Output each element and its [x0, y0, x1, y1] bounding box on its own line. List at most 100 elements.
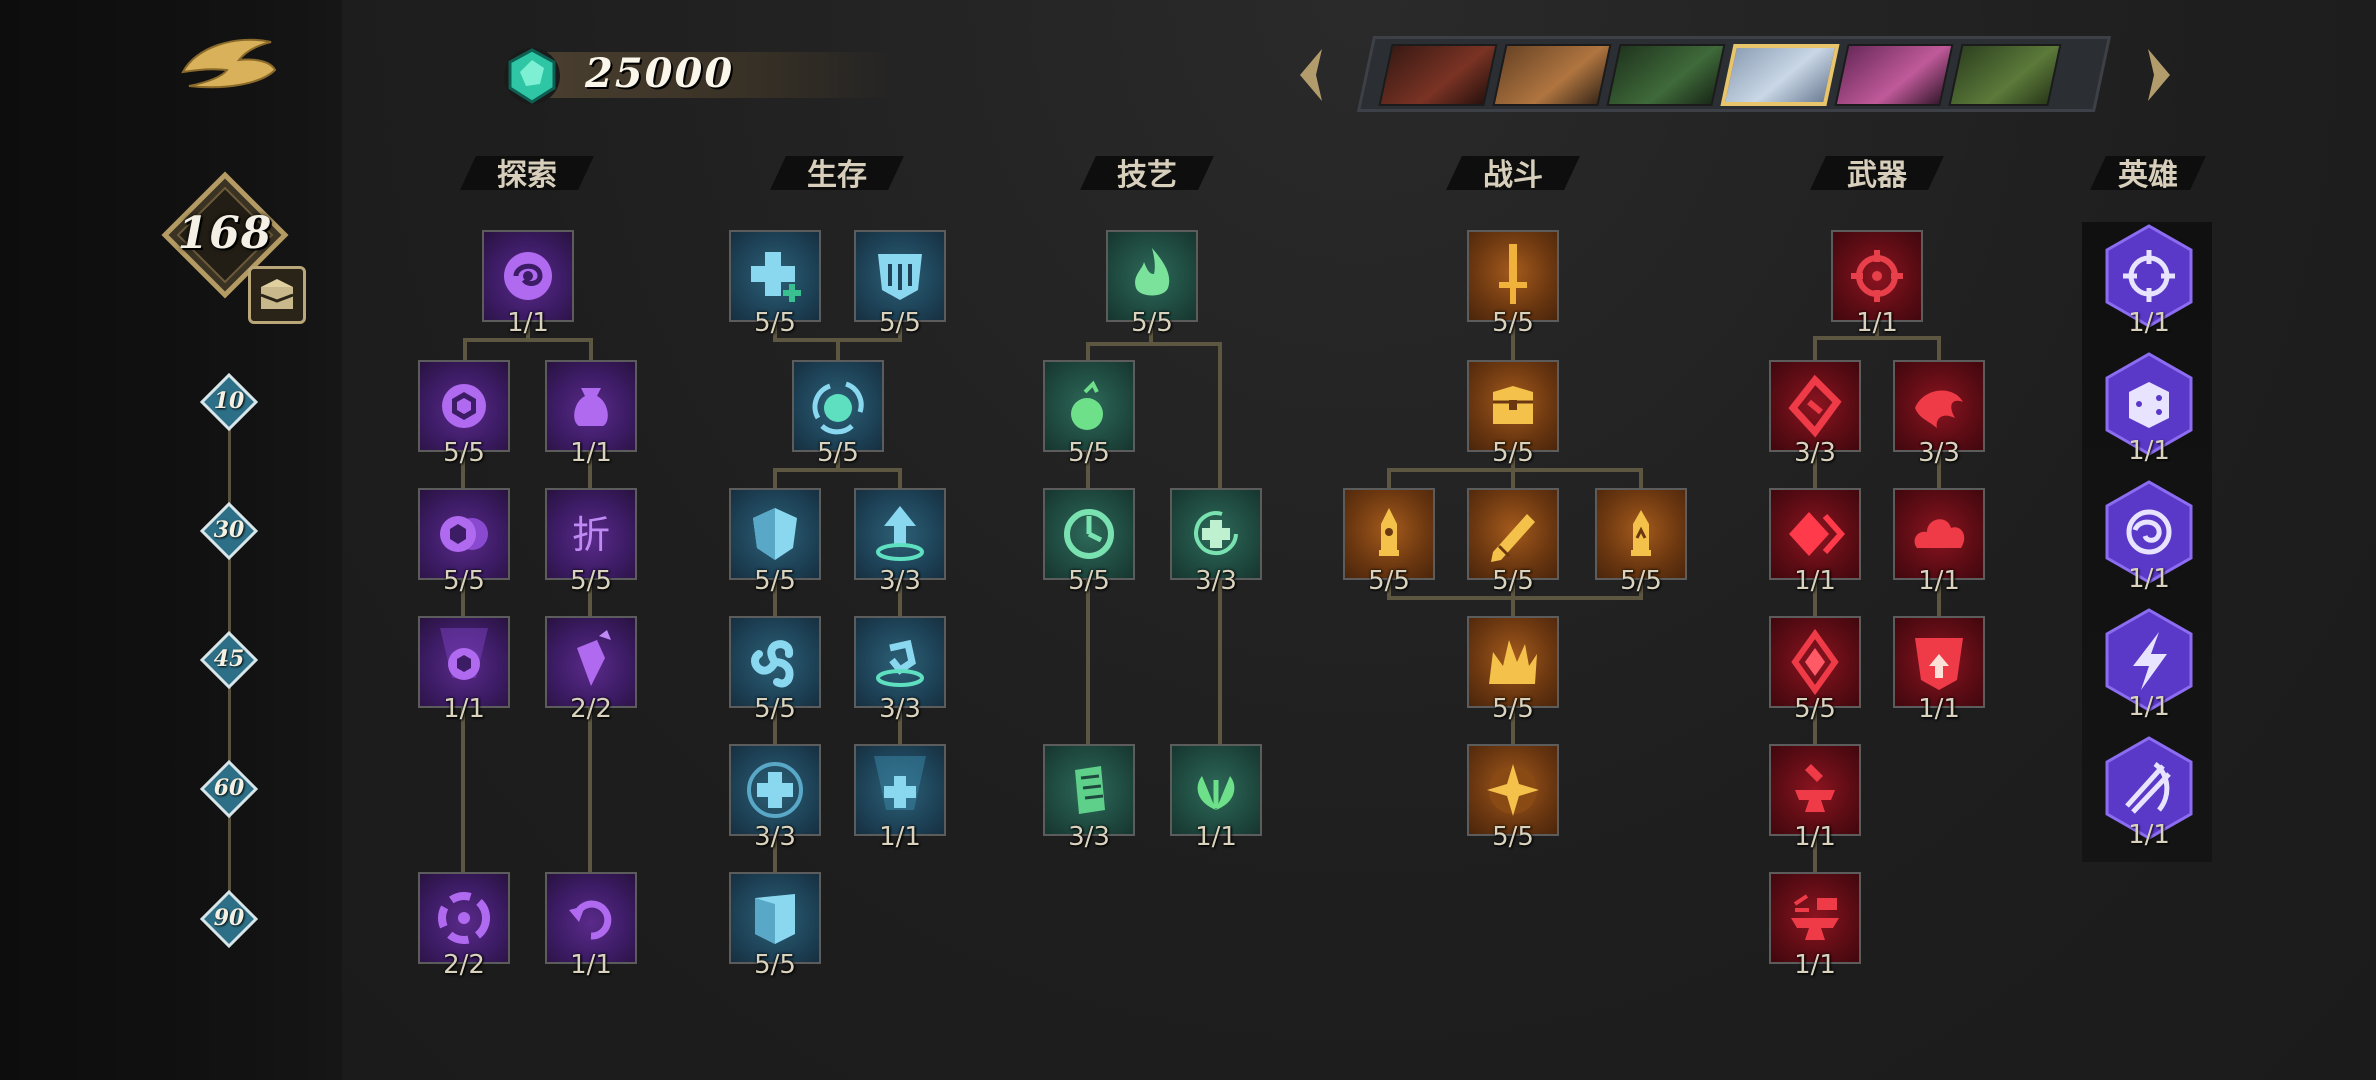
- talent-explore-refresh[interactable]: 1/1: [545, 872, 637, 980]
- milestone-30[interactable]: 30: [199, 501, 259, 561]
- crown-burst-icon: [1489, 640, 1537, 684]
- talent-weapon-gem[interactable]: 5/5: [1769, 616, 1861, 724]
- talent-weapon-rune[interactable]: 3/3: [1769, 360, 1861, 468]
- dice-icon: [2105, 352, 2193, 456]
- next-hero-button[interactable]: [2138, 45, 2178, 105]
- gem-icon: [1791, 628, 1839, 696]
- talent-weapon-claw[interactable]: 3/3: [1893, 360, 1985, 468]
- hero-card-4-selected[interactable]: [1720, 44, 1840, 106]
- talent-survival-spin[interactable]: 3/3: [854, 616, 946, 724]
- hero-card-1[interactable]: [1378, 44, 1498, 106]
- talent-weapon-crosshair[interactable]: 1/1: [1831, 230, 1923, 338]
- left-sidebar: 168 10 30 45 60 90: [0, 0, 342, 1080]
- coin-icon: [442, 384, 486, 428]
- talent-weapon-anvil[interactable]: 1/1: [1769, 744, 1861, 852]
- talent-survival-heal-orb[interactable]: 3/3: [729, 744, 821, 852]
- talent-survival-orb-cycle[interactable]: 5/5: [792, 360, 884, 468]
- talent-skill-cooldown[interactable]: 5/5: [1043, 488, 1135, 596]
- category-weapon: 武器: [1810, 150, 1944, 194]
- talent-explore-vortex[interactable]: 1/1: [482, 230, 574, 338]
- cooldown-icon: [1064, 509, 1114, 559]
- talent-explore-coin-glow[interactable]: 1/1: [418, 616, 510, 724]
- talent-survival-dodge[interactable]: 3/3: [854, 488, 946, 596]
- shield-icon: [753, 508, 797, 560]
- svg-text:折: 折: [572, 513, 610, 557]
- talent-weapon-cloud[interactable]: 1/1: [1893, 488, 1985, 596]
- level-badge-frame: [160, 170, 290, 300]
- lightning-icon: [2105, 608, 2193, 712]
- talent-skill-wings[interactable]: 1/1: [1170, 744, 1262, 852]
- talent-hero-target[interactable]: 1/1: [2103, 224, 2195, 338]
- armor-icon: [878, 254, 922, 300]
- talent-survival-heal-beam[interactable]: 1/1: [854, 744, 946, 852]
- talent-explore-triskelion[interactable]: 2/2: [418, 872, 510, 980]
- talent-hero-swirl-orb[interactable]: 1/1: [2103, 480, 2195, 594]
- milestone-90[interactable]: 90: [199, 889, 259, 949]
- bullet-icon: [1379, 508, 1399, 556]
- coins-icon: [440, 516, 488, 552]
- chevron-left-icon: [1300, 49, 1322, 101]
- talent-explore-pouch[interactable]: 1/1: [545, 360, 637, 468]
- talent-skill-regen[interactable]: 3/3: [1170, 488, 1262, 596]
- hero-card-2[interactable]: [1492, 44, 1612, 106]
- prev-hero-button[interactable]: [1292, 45, 1332, 105]
- forge-icon: [1791, 894, 1839, 940]
- talent-combat-star[interactable]: 5/5: [1467, 744, 1559, 852]
- talent-skill-potion[interactable]: 5/5: [1043, 360, 1135, 468]
- talent-combat-bullet[interactable]: 5/5: [1343, 488, 1435, 596]
- hero-card-5[interactable]: [1834, 44, 1954, 106]
- talent-combat-sword[interactable]: 5/5: [1467, 230, 1559, 338]
- vortex-icon: [504, 252, 552, 300]
- talent-hero-dice[interactable]: 1/1: [2103, 352, 2195, 466]
- talent-hero-lightning[interactable]: 1/1: [2103, 608, 2195, 722]
- regen-icon: [1194, 511, 1238, 556]
- talent-skill-scroll[interactable]: 3/3: [1043, 744, 1135, 852]
- back-button[interactable]: [175, 28, 285, 98]
- upgrade-icon: [1915, 638, 1963, 690]
- swirl-orb-icon: [2105, 480, 2193, 584]
- category-survival: 生存: [770, 150, 904, 194]
- diamond-icon: [1789, 512, 1846, 556]
- talent-survival-shield[interactable]: 5/5: [729, 488, 821, 596]
- hero-card-6[interactable]: [1948, 44, 2062, 106]
- dodge-arrow-icon: [876, 506, 924, 561]
- talent-combat-chest[interactable]: 5/5: [1467, 360, 1559, 468]
- talent-explore-crystal[interactable]: 2/2: [545, 616, 637, 724]
- talent-survival-swirl[interactable]: 5/5: [729, 616, 821, 724]
- talent-combat-bullet-up[interactable]: 5/5: [1595, 488, 1687, 596]
- talent-weapon-forge[interactable]: 1/1: [1769, 872, 1861, 980]
- swirl-icon: [751, 640, 794, 688]
- orb-cycle-icon: [812, 381, 864, 435]
- hero-card-3[interactable]: [1606, 44, 1726, 106]
- talent-combat-crown-burst[interactable]: 5/5: [1467, 616, 1559, 724]
- scroll-icon: [1075, 766, 1105, 814]
- talent-weapon-diamond[interactable]: 1/1: [1769, 488, 1861, 596]
- heal-beam-icon: [874, 756, 926, 810]
- talent-skill-flame[interactable]: 5/5: [1106, 230, 1198, 338]
- talent-combat-pencil[interactable]: 5/5: [1467, 488, 1559, 596]
- talent-explore-coin[interactable]: 5/5: [418, 360, 510, 468]
- category-combat: 战斗: [1446, 150, 1580, 194]
- talent-explore-coins[interactable]: 5/5: [418, 488, 510, 596]
- coin-glow-icon: [440, 628, 488, 680]
- bullet-up-icon: [1631, 510, 1651, 556]
- star-icon: [1487, 764, 1539, 816]
- talent-survival-heal-plus[interactable]: 5/5: [729, 230, 821, 338]
- currency-display: 25000: [500, 44, 900, 104]
- crosshair-icon: [1851, 250, 1903, 302]
- crystal-icon: [577, 630, 611, 686]
- category-skill: 技艺: [1080, 150, 1214, 194]
- talent-survival-armor[interactable]: 5/5: [854, 230, 946, 338]
- talent-weapon-upgrade[interactable]: 1/1: [1893, 616, 1985, 724]
- discount-icon: 折: [572, 513, 610, 557]
- reward-chest-button[interactable]: [248, 266, 306, 324]
- triskelion-icon: [438, 892, 490, 944]
- wings-icon: [1197, 776, 1235, 810]
- talent-explore-discount[interactable]: 折 5/5: [545, 488, 637, 596]
- milestone-10[interactable]: 10: [199, 372, 259, 432]
- milestone-60[interactable]: 60: [199, 759, 259, 819]
- talent-survival-armor-plate[interactable]: 5/5: [729, 872, 821, 980]
- milestone-45[interactable]: 45: [199, 630, 259, 690]
- talent-hero-slash[interactable]: 1/1: [2103, 736, 2195, 850]
- spin-icon: [876, 639, 924, 687]
